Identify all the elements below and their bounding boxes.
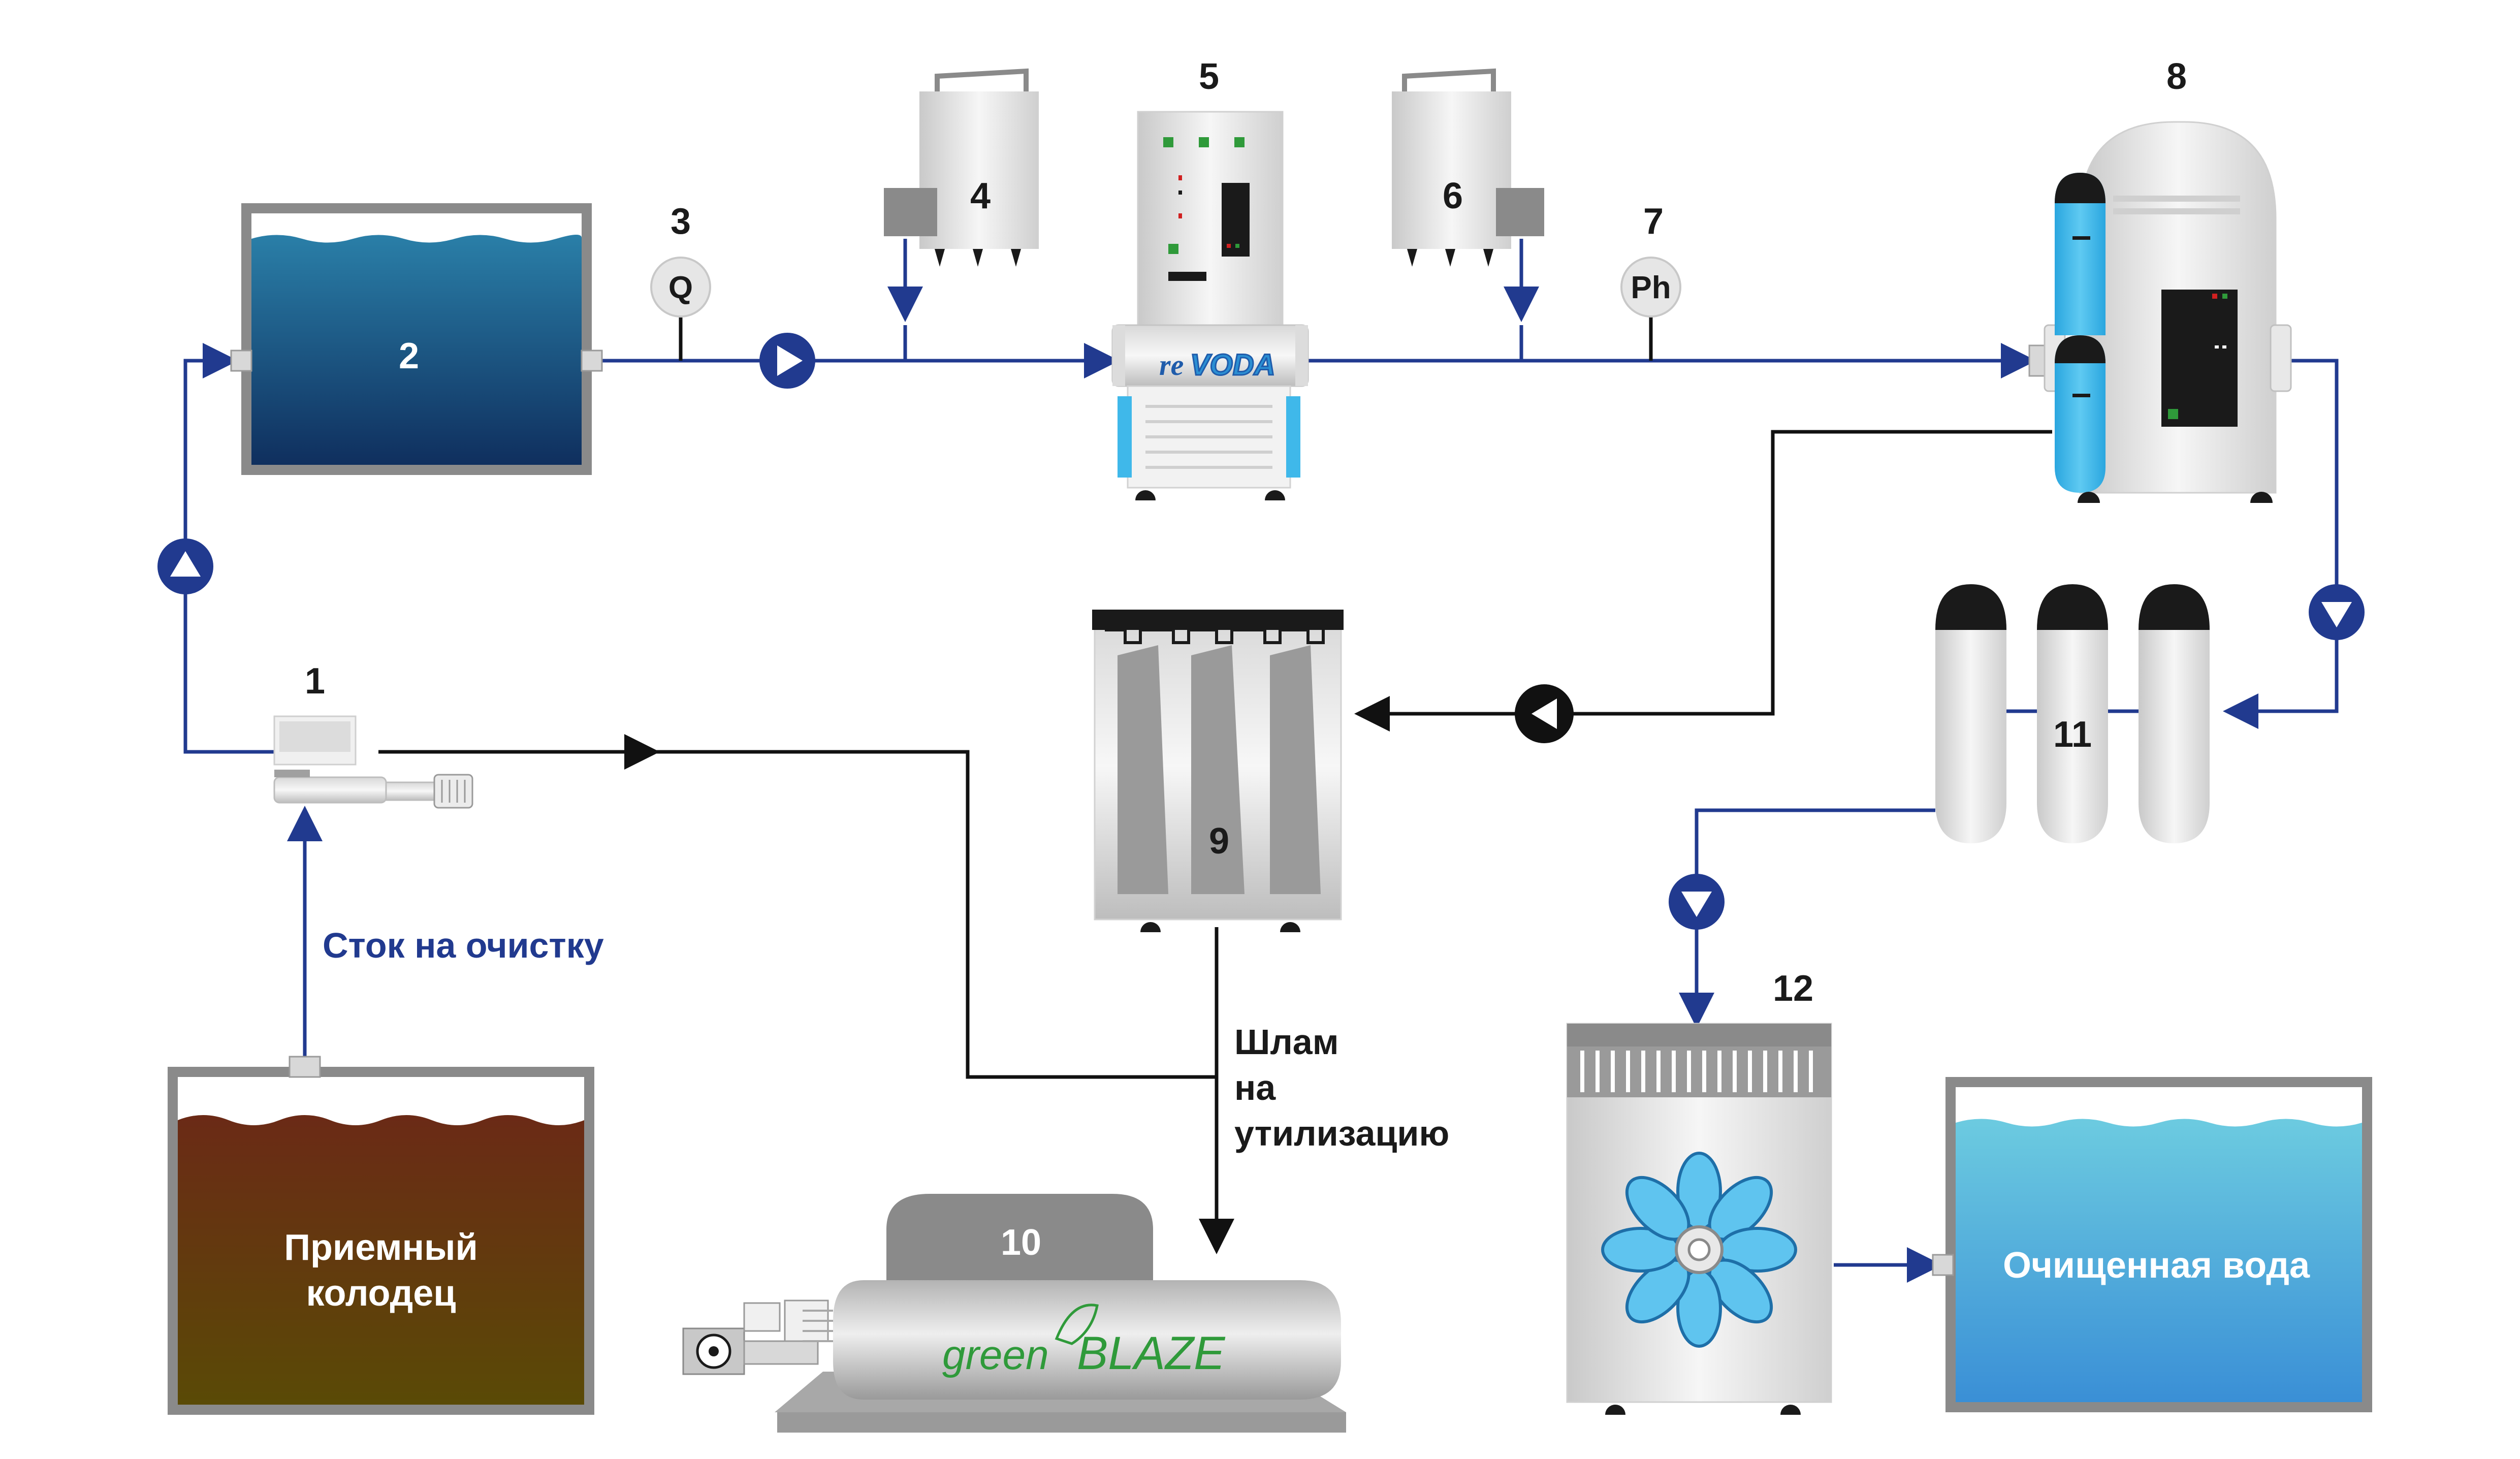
filter-column-a <box>1935 584 2006 843</box>
label-1: 1 <box>305 661 325 702</box>
unit12-fan <box>1601 1152 1797 1348</box>
label-sludge-line2: на <box>1234 1068 1276 1107</box>
receiving-well <box>168 1056 594 1415</box>
label-inflow: Сток на очистку <box>323 926 604 965</box>
greenblaze-logo-prefix: green <box>942 1332 1049 1378</box>
label-sludge: Шлам на утилизацию <box>1234 1022 1449 1153</box>
greenblaze-logo-suffix: BLAZE <box>1077 1327 1226 1379</box>
pump-icon-down-11 <box>1669 874 1725 930</box>
filter-columns-11 <box>1935 584 2210 843</box>
label-receiving-well-line1: Приемный <box>284 1227 478 1268</box>
pump-icon-up <box>157 538 213 594</box>
label-9: 9 <box>1209 821 1229 862</box>
flow-gauge-3 <box>650 257 711 318</box>
flow-pump-icons <box>157 333 2365 930</box>
revoda-logo-prefix: re <box>1159 348 1184 382</box>
pump-icon-right <box>759 333 815 389</box>
unit8-tank-bottom <box>2055 335 2106 493</box>
water-pipes <box>183 239 2339 1283</box>
label-8: 8 <box>2166 56 2187 97</box>
label-3: 3 <box>671 201 691 242</box>
label-clean-water: Очищенная вода <box>2003 1245 2310 1286</box>
revoda-grille <box>1145 405 1272 469</box>
pipe-unit8-to-filters11 <box>2223 359 2339 729</box>
pipe-filters11-to-unit12 <box>1679 808 1935 1028</box>
label-receiving-well-line2: колодец <box>306 1273 456 1314</box>
dryer-fins <box>803 1310 833 1342</box>
label-4: 4 <box>970 176 991 216</box>
label-10: 10 <box>1001 1222 1041 1263</box>
pump-unit-1 <box>273 715 473 809</box>
revoda-unit-5 <box>1111 111 1309 500</box>
clean-water-tank <box>1932 1077 2372 1412</box>
buffer-tank-2 <box>230 203 603 475</box>
label-6: 6 <box>1443 176 1463 216</box>
dryer-greenblaze-10 <box>682 1194 1346 1433</box>
pump-grille <box>279 721 350 752</box>
gauge-ph-label: Ph <box>1631 270 1671 305</box>
label-receiving-well: Приемный колодец <box>284 1227 478 1314</box>
dosing-tank-6 <box>1392 68 1544 267</box>
ph-gauge-7 <box>1620 257 1681 318</box>
treatment-unit-8 <box>2028 121 2292 503</box>
filter-column-c <box>2139 584 2210 843</box>
label-sludge-line3: утилизацию <box>1234 1114 1449 1153</box>
pump-icon-down-8 <box>2309 584 2365 640</box>
pipe-pump1-sludge-b <box>653 750 1217 1079</box>
unit8-tank-top <box>2055 173 2106 335</box>
dosing-tank-4 <box>884 68 1039 267</box>
label-2: 2 <box>399 336 419 376</box>
greenblaze-logo: green BLAZE <box>942 1327 1226 1379</box>
revoda-logo: re VODA <box>1159 348 1276 383</box>
filter-press-9 <box>1092 610 1344 932</box>
gauge-q-label: Q <box>668 270 693 305</box>
revoda-logo-suffix: VODA <box>1190 348 1275 382</box>
equipment-numbers: 1 2 3 4 5 6 7 8 9 10 11 12 <box>305 56 2187 1263</box>
unit12-grille <box>1580 1051 1813 1092</box>
filter-column-b <box>2037 584 2108 843</box>
label-sludge-line1: Шлам <box>1234 1022 1339 1062</box>
label-5: 5 <box>1199 56 1219 97</box>
label-7: 7 <box>1643 201 1664 242</box>
pump-icon-left-sludge <box>1515 684 1574 743</box>
label-11: 11 <box>2053 714 2092 755</box>
disinfection-unit-12 <box>1566 1023 1832 1415</box>
label-12: 12 <box>1773 968 1813 1009</box>
